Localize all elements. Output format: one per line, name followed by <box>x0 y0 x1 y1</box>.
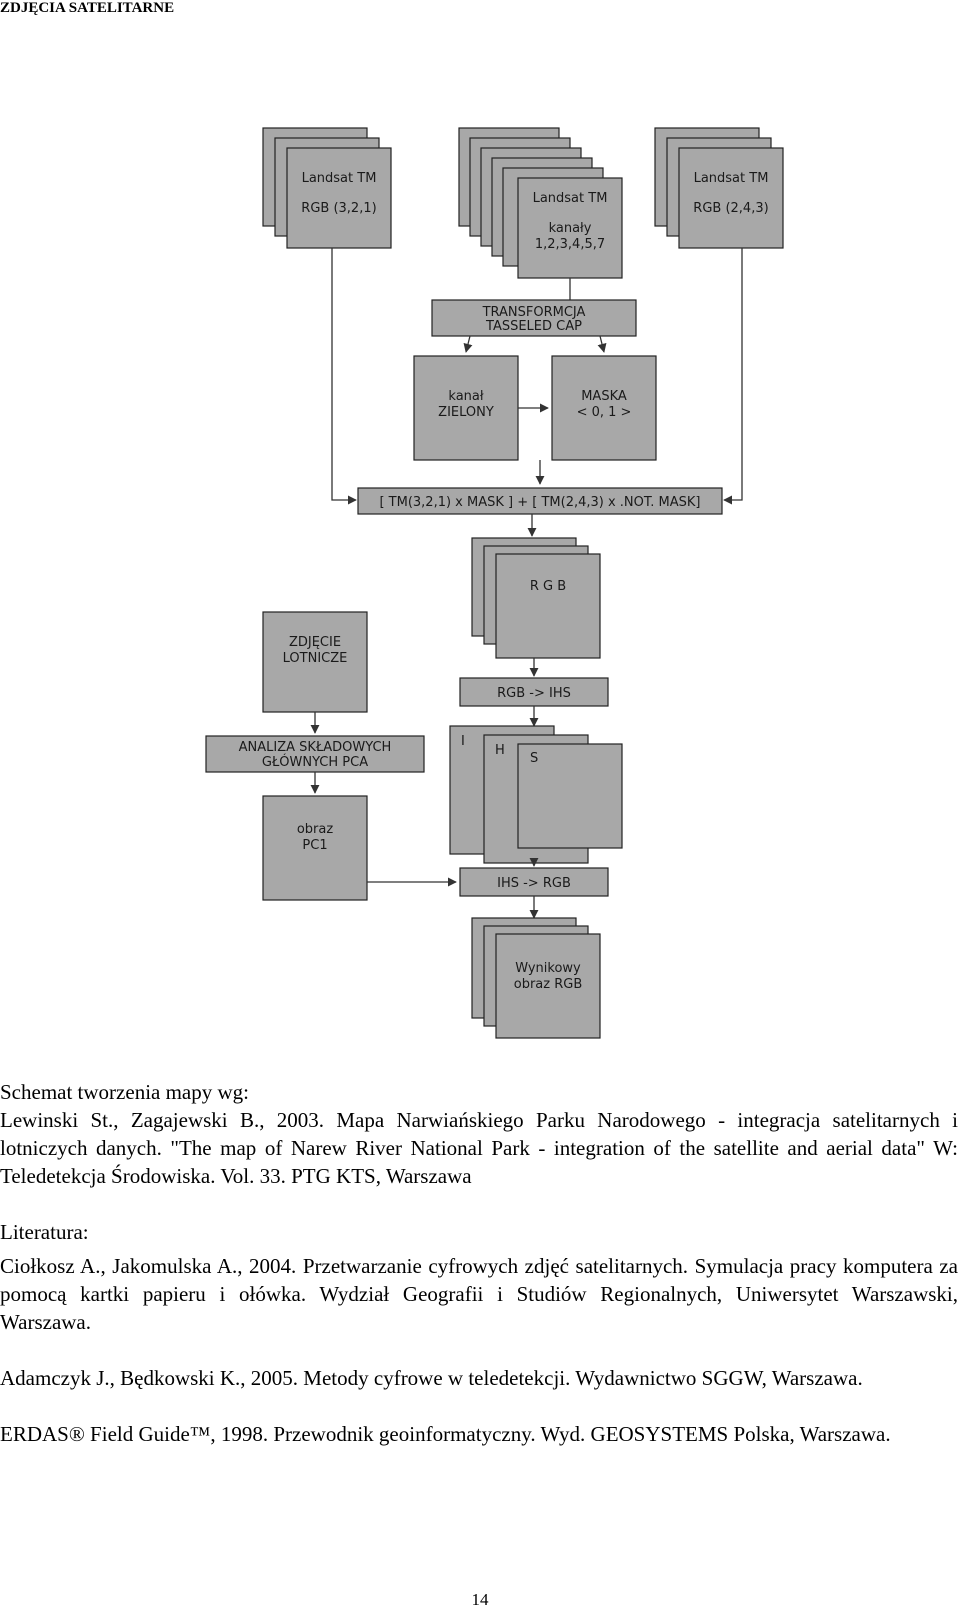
green-channel-box: kanał ZIELONY <box>413 355 519 461</box>
pca-label-1: ANALIZA SKŁADOWYCH <box>239 740 392 755</box>
tasseled-cap-box: TRANSFORMCJA TASSELED CAP <box>431 299 637 337</box>
ihs-i-label: I <box>461 734 465 749</box>
running-header: ZDJĘCIA SATELITARNE <box>0 0 175 16</box>
ihs-h-label: H <box>495 743 505 758</box>
pc1-box: obraz PC1 <box>262 795 368 901</box>
tasseled-label-2: TASSELED CAP <box>485 319 582 334</box>
literature-heading: Literatura: <box>0 1220 89 1244</box>
mask-box: MASKA < 0, 1 > <box>551 355 657 461</box>
rgb-ihs-box: RGB -> IHS <box>459 677 609 707</box>
flow-diagram-svg: Landsat TM RGB (3,2,1) Landsat TM kanały… <box>205 127 784 1039</box>
green-label-2: ZIELONY <box>438 405 494 420</box>
literature-ref-3: ERDAS® Field Guide™, 1998. Przewodnik ge… <box>0 1422 891 1446</box>
result-label-2: obraz RGB <box>514 977 583 992</box>
page-number: 14 <box>471 1590 489 1609</box>
pc1-label-1: obraz <box>297 822 334 837</box>
result-stack: Wynikowy obraz RGB <box>471 917 601 1039</box>
tasseled-label-1: TRANSFORMCJA <box>482 305 586 320</box>
mask-label-1: MASKA <box>581 389 627 404</box>
rgb-label: R G B <box>530 579 566 594</box>
pca-box: ANALIZA SKŁADOWYCH GŁÓWNYCH PCA <box>205 735 425 773</box>
landsat-left-label-1: Landsat TM <box>302 171 377 186</box>
rgb-ihs-label: RGB -> IHS <box>497 686 571 701</box>
landsat-right-stack: Landsat TM RGB (2,4,3) <box>654 127 784 249</box>
caption-reference: Lewinski St., Zagajewski B., 2003. Mapa … <box>0 1108 958 1188</box>
landsat-center-label-3: 1,2,3,4,5,7 <box>535 237 605 252</box>
flow-diagram: Landsat TM RGB (3,2,1) Landsat TM kanały… <box>205 127 784 1039</box>
landsat-center-label-1: Landsat TM <box>533 191 608 206</box>
literature-ref-2: Adamczyk J., Będkowski K., 2005. Metody … <box>0 1366 863 1390</box>
landsat-left-stack: Landsat TM RGB (3,2,1) <box>262 127 392 249</box>
landsat-center-label-2: kanały <box>549 221 592 236</box>
mask-label-2: < 0, 1 > <box>577 405 632 420</box>
rgb-stack: R G B <box>471 537 601 659</box>
literature-ref-1: Ciołkosz A., Jakomulska A., 2004. Przetw… <box>0 1254 958 1334</box>
landsat-center-stack: Landsat TM kanały 1,2,3,4,5,7 <box>458 127 623 279</box>
aerial-photo-box: ZDJĘCIE LOTNICZE <box>262 611 368 713</box>
caption: Schemat tworzenia mapy wg: Lewinski St.,… <box>0 1078 958 1190</box>
formula-label: [ TM(3,2,1) x MASK ] + [ TM(2,4,3) x .NO… <box>379 495 700 510</box>
ihs-s-label: S <box>530 751 538 766</box>
pc1-label-2: PC1 <box>302 838 327 853</box>
result-label-1: Wynikowy <box>515 961 581 976</box>
ihs-rgb-box: IHS -> RGB <box>459 867 609 897</box>
pca-label-2: GŁÓWNYCH PCA <box>262 754 368 770</box>
aerial-label-1: ZDJĘCIE <box>289 635 341 650</box>
green-label-1: kanał <box>448 389 483 404</box>
formula-box: [ TM(3,2,1) x MASK ] + [ TM(2,4,3) x .NO… <box>357 487 723 515</box>
landsat-right-label-1: Landsat TM <box>694 171 769 186</box>
aerial-label-2: LOTNICZE <box>283 651 348 666</box>
landsat-left-label-2: RGB (3,2,1) <box>301 201 376 216</box>
caption-intro: Schemat tworzenia mapy wg: <box>0 1080 250 1104</box>
ihs-stack: I H S <box>449 725 623 864</box>
landsat-right-label-2: RGB (2,4,3) <box>693 201 768 216</box>
ihs-rgb-label: IHS -> RGB <box>497 876 571 891</box>
literature: Literatura: Ciołkosz A., Jakomulska A., … <box>0 1218 958 1448</box>
